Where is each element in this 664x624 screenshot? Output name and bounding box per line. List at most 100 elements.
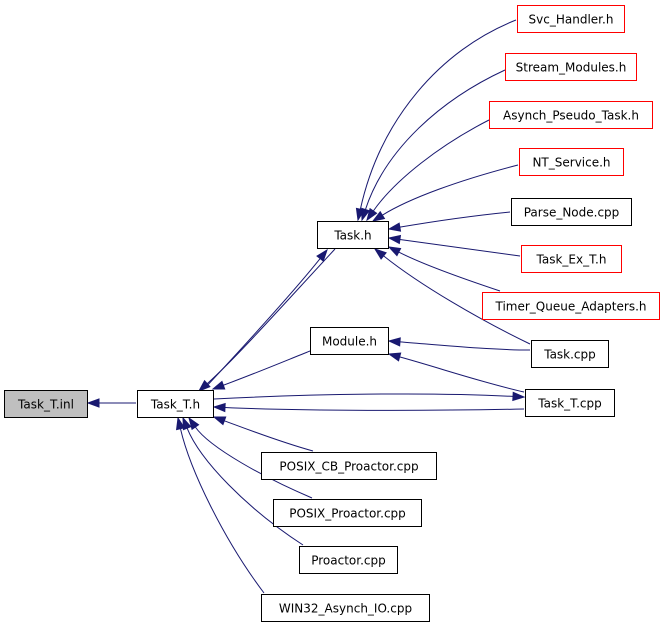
node-task-t-h[interactable]: Task_T.h	[137, 390, 214, 418]
node-posix-proactor-cpp[interactable]: POSIX_Proactor.cpp	[273, 499, 422, 527]
node-win32-asynch-io-cpp[interactable]: WIN32_Asynch_IO.cpp	[261, 594, 430, 622]
edge-line	[213, 393, 514, 400]
node-box	[261, 452, 437, 480]
arrowhead	[387, 234, 402, 245]
node-label: Task.h	[333, 229, 371, 243]
node-label: Svc_Handler.h	[529, 13, 614, 27]
node-label: Task_T.h	[150, 398, 200, 412]
arrowhead	[316, 248, 328, 262]
node-label: Parse_Node.cpp	[524, 206, 620, 220]
node-box	[531, 340, 609, 368]
edge-asynch_pseudo_task_h-to-task_h	[366, 119, 490, 222]
edge-line	[399, 211, 511, 228]
node-parse-node-cpp[interactable]: Parse_Node.cpp	[511, 198, 632, 226]
node-label: Timer_Queue_Adapters.h	[494, 300, 646, 314]
edge-line	[194, 426, 313, 499]
node-label: Stream_Modules.h	[516, 61, 627, 75]
edge-nt_service_h-to-task_h	[371, 164, 519, 222]
edge-task_t_h-to-task_t_cpp	[213, 391, 526, 402]
node-label: WIN32_Asynch_IO.cpp	[279, 602, 412, 616]
edge-line	[399, 356, 525, 393]
node-box	[310, 327, 389, 355]
edge-line	[223, 350, 311, 386]
node-box	[489, 101, 653, 129]
edge-line	[372, 119, 490, 212]
arrowhead	[361, 207, 371, 222]
edge-line	[224, 420, 314, 452]
node-box	[299, 546, 398, 574]
node-task-h[interactable]: Task.h	[317, 221, 389, 249]
edge-line	[399, 239, 521, 257]
arrowhead	[371, 210, 386, 222]
edge-line	[179, 428, 265, 594]
node-proactor-cpp[interactable]: Proactor.cpp	[299, 546, 398, 574]
edge-line	[364, 69, 506, 210]
arrowhead	[512, 391, 526, 402]
node-task-cpp[interactable]: Task.cpp	[531, 340, 609, 368]
edge-line	[399, 341, 531, 351]
node-label: Proactor.cpp	[311, 554, 386, 568]
node-box	[137, 390, 214, 418]
edge-posix_proactor_cpp-to-task_t_h	[188, 416, 313, 499]
node-label: Task_Ex_T.h	[536, 253, 607, 267]
node-box	[511, 198, 632, 226]
edge-line	[382, 164, 519, 216]
arrowhead	[211, 380, 226, 390]
node-box	[273, 499, 422, 527]
node-task-t-cpp[interactable]: Task_T.cpp	[525, 389, 615, 417]
arrowhead	[387, 352, 402, 362]
edge-line	[203, 258, 321, 390]
edge-line	[359, 19, 517, 210]
node-box	[261, 594, 430, 622]
edge-task_cpp-to-task_h	[373, 248, 531, 345]
arrowhead	[175, 416, 186, 431]
node-box	[317, 221, 389, 249]
edge-task_t_cpp-to-task_t_h	[212, 402, 525, 413]
edge-parse_node_cpp-to-task_h	[387, 211, 511, 232]
arrowhead	[188, 416, 200, 431]
edge-posix_cb_proactor_cpp-to-task_t_h	[212, 416, 314, 452]
edge-timer_queue_adapters_h-to-task_h	[387, 246, 501, 292]
node-label: Task_T.cpp	[537, 397, 601, 411]
node-task-ex-t-h[interactable]: Task_Ex_T.h	[521, 245, 622, 273]
node-svc-handler-h[interactable]: Svc_Handler.h	[517, 5, 625, 33]
edge-task_t_h-to-task_h	[203, 248, 328, 390]
edge-layer	[86, 19, 531, 594]
arrowhead	[212, 402, 226, 413]
node-box	[505, 53, 637, 81]
arrowhead	[86, 398, 100, 408]
arrowhead	[387, 337, 401, 347]
edge-stream_modules_h-to-task_h	[361, 69, 506, 222]
edge-task_t_cpp-to-module_h	[387, 352, 525, 393]
arrowhead	[387, 246, 402, 257]
arrowhead	[212, 416, 227, 426]
node-label: Module.h	[322, 335, 377, 349]
node-posix-cb-proactor-cpp[interactable]: POSIX_CB_Proactor.cpp	[261, 452, 437, 480]
node-box	[519, 148, 624, 176]
edge-task_cpp-to-module_h	[387, 337, 531, 351]
node-stream-modules-h[interactable]: Stream_Modules.h	[505, 53, 637, 81]
edge-task_ex_t_h-to-task_h	[387, 234, 521, 257]
edge-line	[224, 407, 525, 411]
node-task-t-inl: Task_T.inl	[4, 390, 88, 418]
node-box	[517, 5, 625, 33]
node-box	[525, 389, 615, 417]
edge-line	[383, 255, 531, 345]
arrowhead	[373, 248, 387, 260]
node-label: Task.cpp	[543, 348, 596, 362]
node-timer-queue-adapters-h[interactable]: Timer_Queue_Adapters.h	[482, 292, 660, 320]
node-box	[521, 245, 622, 273]
arrowhead	[387, 222, 402, 232]
node-label: Task_T.inl	[17, 398, 74, 412]
node-nt-service-h[interactable]: NT_Service.h	[519, 148, 624, 176]
node-module-h[interactable]: Module.h	[310, 327, 389, 355]
arrowhead	[182, 416, 192, 431]
arrowhead	[366, 207, 378, 222]
edge-line	[398, 251, 501, 292]
node-asynch-pseudo-task-h[interactable]: Asynch_Pseudo_Task.h	[489, 101, 653, 129]
edge-win32_asynch_io_cpp-to-task_t_h	[175, 416, 265, 594]
node-label: POSIX_CB_Proactor.cpp	[279, 460, 418, 474]
edge-task_t_h-to-task_t_inl	[86, 398, 136, 408]
